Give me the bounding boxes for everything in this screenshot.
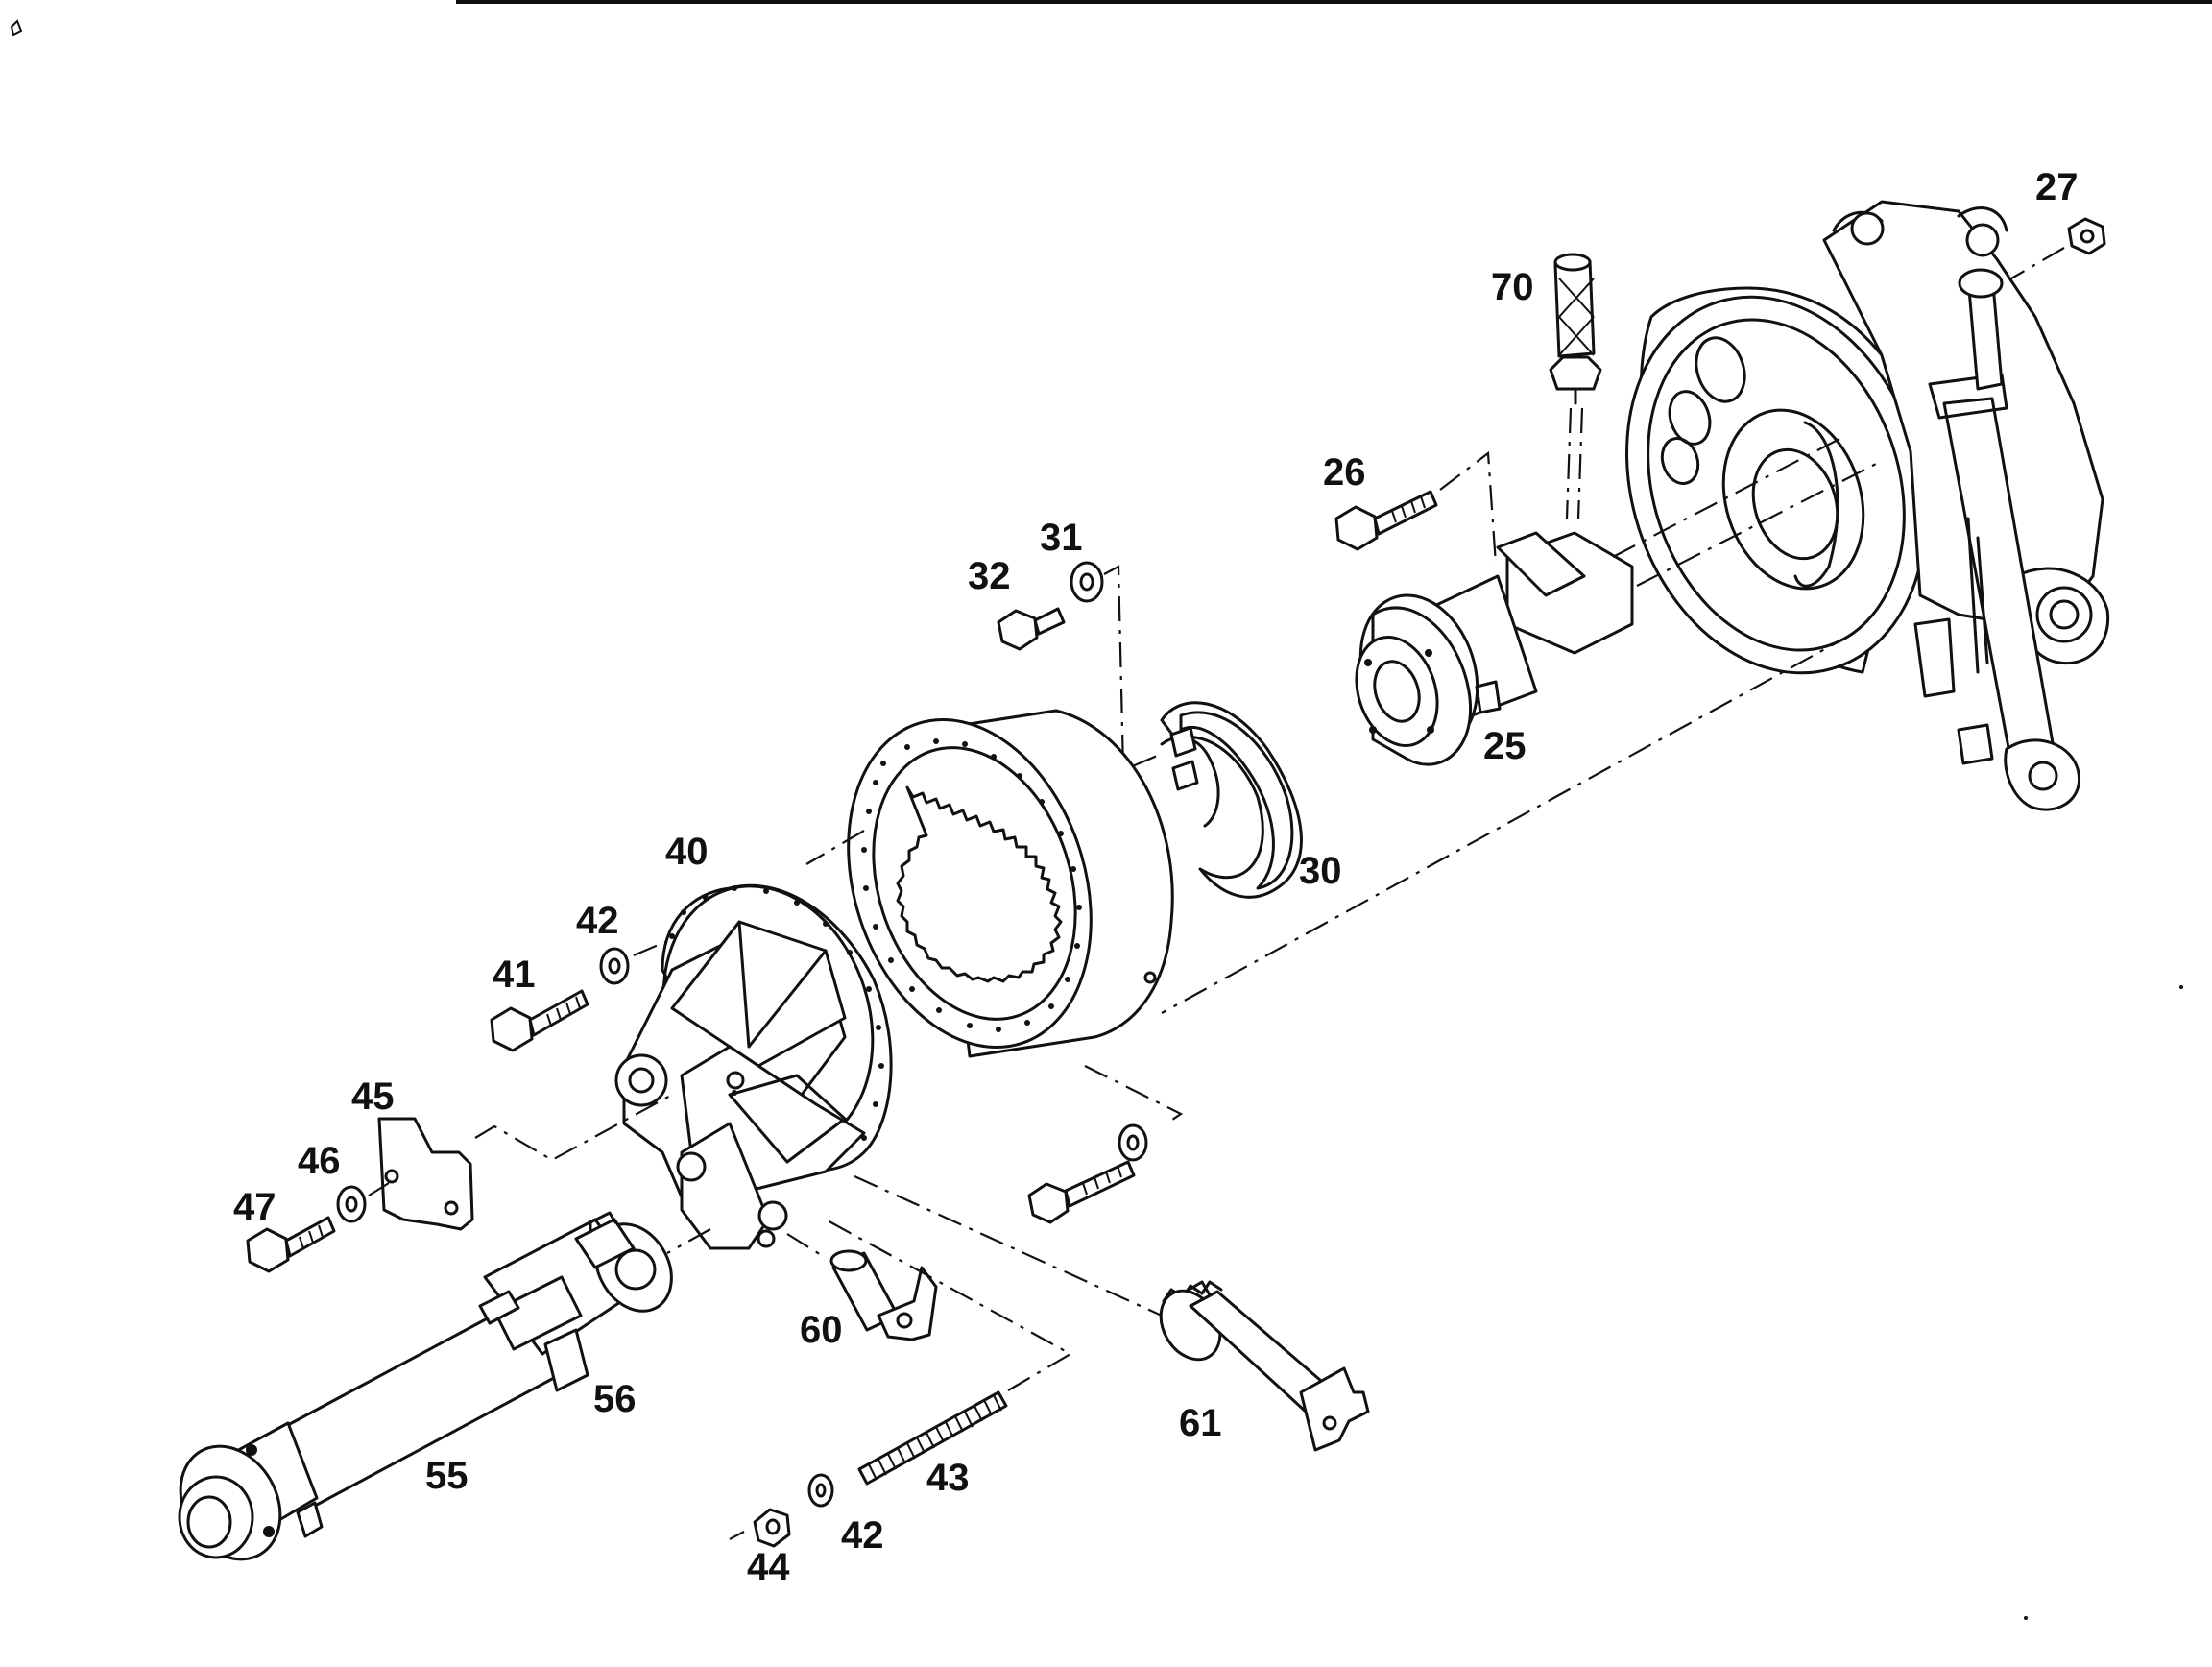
- bolt-47: [246, 1216, 336, 1273]
- label-60: 60: [800, 1309, 843, 1351]
- label-25: 25: [1483, 725, 1527, 767]
- label-61: 61: [1179, 1402, 1222, 1444]
- label-70: 70: [1491, 266, 1534, 308]
- label-47: 47: [233, 1186, 276, 1228]
- washer-42-lower: [807, 1473, 834, 1508]
- corner-mark: [10, 19, 23, 36]
- hydraulic-cylinder-55: [178, 1211, 673, 1561]
- bolt-26: [1334, 490, 1438, 551]
- label-43: 43: [926, 1457, 970, 1499]
- pin-61: [1159, 1280, 1370, 1452]
- brake-drum: [847, 709, 1174, 1058]
- label-30: 30: [1299, 850, 1342, 892]
- label-32: 32: [968, 555, 1011, 597]
- nut-27: [2067, 217, 2106, 255]
- bracket-plate-40: [614, 883, 893, 1250]
- drum-washer: [1118, 1123, 1148, 1162]
- part-labels: 25 26 27 30 31 32 40 41 42 42 43 44 45 4…: [233, 166, 2079, 1588]
- label-55: 55: [425, 1455, 469, 1497]
- motor-unit-25: [1355, 531, 1634, 766]
- washer-46: [336, 1185, 367, 1223]
- drum-bolt: [1027, 1160, 1136, 1224]
- washer-42-upper: [599, 947, 630, 985]
- label-27: 27: [2035, 166, 2079, 208]
- washer-31: [1070, 561, 1104, 603]
- housing-assembly: [1625, 200, 2110, 811]
- cover-30: [1160, 701, 1303, 899]
- label-42-lower: 42: [841, 1514, 884, 1557]
- label-26: 26: [1323, 451, 1366, 494]
- label-31: 31: [1040, 517, 1083, 559]
- label-46: 46: [298, 1140, 341, 1182]
- bolt-41: [490, 989, 589, 1052]
- label-42-upper: 42: [576, 900, 619, 942]
- label-40: 40: [665, 831, 709, 873]
- drum-bolt-holes: [861, 738, 1082, 1032]
- nut-44: [753, 1508, 791, 1548]
- label-56: 56: [593, 1378, 637, 1420]
- bracket-45: [377, 1117, 474, 1231]
- label-41: 41: [493, 954, 536, 996]
- handle-70: [1549, 253, 1602, 405]
- label-44: 44: [747, 1546, 790, 1588]
- bolt-32: [997, 607, 1066, 651]
- spring-43: [857, 1390, 1008, 1486]
- label-45: 45: [351, 1075, 395, 1118]
- pin-60: [830, 1249, 938, 1341]
